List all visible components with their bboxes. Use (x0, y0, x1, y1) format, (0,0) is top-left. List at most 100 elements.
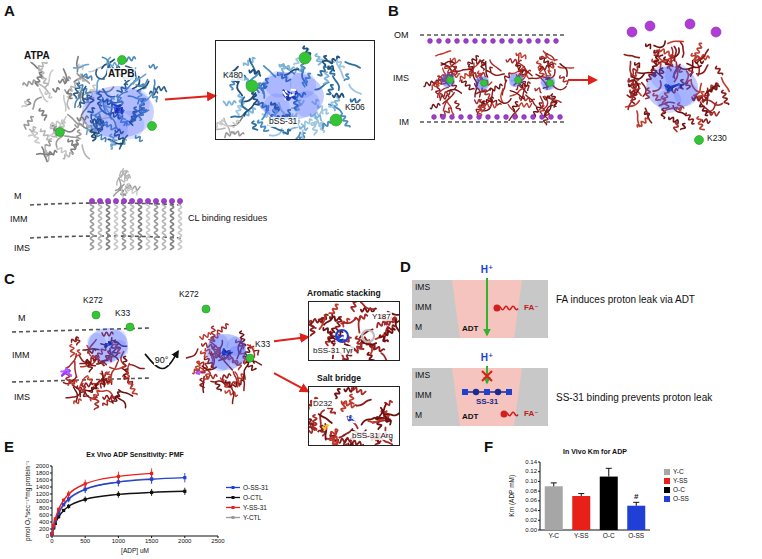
protein-ribbon (244, 104, 254, 116)
protein-ribbon (313, 415, 317, 430)
data-line (52, 479, 152, 534)
protein-ribbon (311, 319, 321, 323)
legend-sample (226, 504, 240, 511)
protein-ribbon (709, 100, 723, 105)
ligand-stick (105, 345, 107, 347)
fatty-acid-label: FA⁻ (524, 303, 538, 312)
compartment-label: IMS (393, 73, 409, 83)
tick-mark (50, 508, 52, 509)
legend-marker (232, 506, 235, 509)
protein-ribbon (35, 72, 42, 86)
protein-ribbon (349, 84, 361, 93)
legend-sample (226, 484, 240, 491)
protein-ribbon (67, 91, 72, 98)
legend-sample (226, 494, 240, 501)
protein-ribbon (628, 95, 632, 110)
protein-ribbon (345, 444, 350, 445)
protein-ribbon (99, 391, 113, 395)
protein-ribbon (126, 57, 135, 62)
protein-ribbon (390, 317, 396, 322)
protein-ribbon (27, 99, 31, 105)
region-label: IMM (415, 391, 432, 401)
protein-ribbon (75, 361, 77, 377)
ligand-stick (225, 353, 228, 354)
residue-sphere (153, 198, 158, 203)
residue-sphere (558, 115, 563, 120)
residue-sphere (92, 311, 100, 319)
data-marker (50, 532, 53, 535)
ring-helix (98, 200, 102, 250)
ligand-stick (197, 371, 200, 373)
error-bar (553, 483, 554, 486)
region-label: ADT (462, 412, 478, 421)
legend-line (226, 487, 240, 488)
residue-label: K33 (114, 309, 131, 319)
residue-sphere (459, 115, 464, 120)
legend-sample (226, 514, 240, 521)
residue-sphere (531, 115, 536, 120)
tick-mark (50, 487, 52, 488)
residue-sphere (129, 198, 134, 203)
carrier-monomer-illustration (624, 19, 729, 145)
protein-ribbon (335, 389, 340, 398)
tick-mark (538, 510, 540, 511)
residue-sphere (246, 354, 254, 362)
protein-ribbon (691, 54, 699, 61)
protein-ribbon (380, 335, 388, 341)
ligand-stick (222, 349, 225, 353)
proton-path (486, 278, 488, 335)
residue-sphere (482, 39, 487, 44)
peptide-residue (495, 389, 501, 395)
protein-ribbon (74, 64, 89, 68)
compartment-label: IM (399, 117, 409, 127)
protein-ribbon (343, 351, 352, 360)
protein-ribbon (40, 129, 51, 140)
residue-label: K272 (82, 296, 104, 306)
compartment-label: OM (394, 30, 409, 40)
residue-sphere (509, 39, 514, 44)
compartment-label: M (14, 191, 22, 201)
residue-sphere (527, 39, 532, 44)
protein-complex: ATPBATPA (15, 30, 165, 180)
protein-ribbon (681, 123, 686, 129)
membrane-band: IMSIMMMADT (412, 368, 548, 426)
ligand-stick (228, 353, 231, 354)
ring-helix (90, 200, 94, 250)
protein-ribbon (702, 119, 710, 123)
protein-ribbon (329, 438, 337, 445)
peptide-residue (473, 389, 479, 395)
residue-label: Y187 (371, 312, 392, 321)
residue-sphere (500, 39, 505, 44)
protein-ribbon (221, 378, 233, 388)
binding-surface (226, 336, 246, 356)
legend-marker (232, 486, 235, 489)
bar (600, 477, 618, 530)
data-marker (183, 490, 186, 493)
ligand-stick (679, 84, 681, 87)
residue-sphere (89, 198, 94, 203)
protein-ribbon (211, 381, 225, 384)
protein-ribbon (516, 53, 526, 59)
ring-helix (130, 200, 134, 250)
protein-ribbon (352, 388, 366, 395)
protein-ribbon (377, 320, 390, 327)
protein-ribbon (381, 314, 386, 320)
tick-label: 500 (80, 538, 90, 545)
protein-ribbon (119, 390, 133, 396)
protein-ribbon (294, 58, 299, 64)
ring-helix (114, 200, 118, 250)
protein-ribbon (220, 122, 234, 127)
residue-label: K230 (706, 134, 728, 144)
peptide-residue (462, 389, 468, 395)
protein-ribbon (50, 120, 64, 127)
protein-ribbon (635, 63, 640, 68)
ring-helix (146, 200, 150, 250)
protein-ribbon (300, 126, 308, 130)
data-marker (150, 472, 153, 475)
legend-item: Y-CTL (226, 514, 261, 521)
protein-ribbon (125, 372, 129, 378)
protein-ribbon (258, 120, 269, 131)
protein-ribbon (96, 372, 106, 384)
protein-ribbon (237, 82, 242, 96)
protein-ribbon (697, 117, 704, 130)
